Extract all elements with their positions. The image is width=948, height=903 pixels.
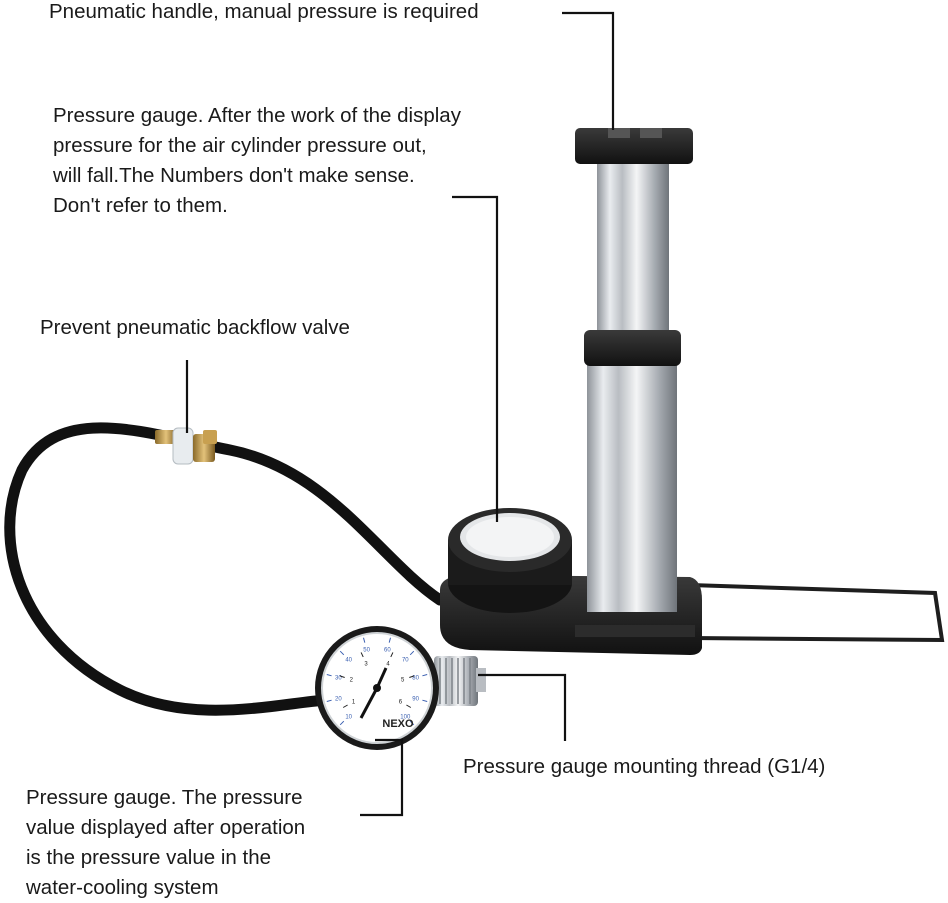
label-pneumatic-handle: Pneumatic handle, manual pressure is req…	[49, 0, 479, 23]
gauge-tick-label: 70	[402, 658, 409, 664]
gauge-tick-label: 60	[384, 647, 391, 653]
foot-bar	[689, 583, 945, 643]
gauge-tick-mark	[342, 704, 348, 708]
leader-thread	[478, 673, 567, 741]
gauge-brand: NEXO	[382, 718, 414, 730]
gauge-tick-mark	[339, 720, 345, 726]
air-hose	[4, 422, 446, 716]
gauge-tick-mark	[409, 720, 415, 726]
gauge-tick-label: 90	[412, 696, 419, 702]
backflow-valve	[155, 427, 217, 465]
label-line: Pressure gauge. After the work of the di…	[53, 104, 461, 127]
gauge-tick-label: 6	[399, 700, 403, 706]
base-pressure-gauge	[448, 508, 572, 613]
leader-lines	[185, 11, 615, 817]
gauge-tick-mark	[390, 652, 394, 658]
pump-handle	[575, 128, 693, 164]
gauge-tick-label: 80	[412, 676, 419, 682]
gauge-tick-label: 2	[350, 678, 354, 684]
gauge-tick-label: 10	[345, 714, 352, 720]
leader-handle	[562, 11, 615, 130]
label-hose-pressure-gauge: Pressure gauge. The pressure value displ…	[26, 783, 305, 903]
gauge-tick-mark	[409, 650, 415, 656]
barrel-collar	[584, 330, 681, 366]
pump-barrel-upper	[597, 160, 669, 340]
gauge-tick-label: 40	[345, 658, 352, 664]
label-line: Pressure gauge. The pressure	[26, 786, 303, 809]
gauge-tick-mark	[409, 675, 415, 678]
label-line: is the pressure value in the	[26, 846, 271, 869]
gauge-tick-mark	[339, 675, 345, 678]
hose-pressure-gauge: 10 20 30 40 50 60 70 80 90 100 1 2 3 4 5 6 NEXO	[315, 626, 439, 750]
gauge-tick-mark	[422, 699, 428, 702]
label-backflow-valve: Prevent pneumatic backflow valve	[40, 316, 350, 339]
gauge-tick-mark	[326, 674, 332, 677]
label-line: Don't refer to them.	[53, 194, 228, 217]
gauge-tick-label: 20	[335, 696, 342, 702]
gauge-tick-mark	[363, 637, 366, 643]
gauge-bar-scale: 1 2 3 4 5 6	[339, 652, 415, 708]
gauge-tick-label: 1	[352, 700, 356, 706]
gauge-tick-mark	[406, 704, 412, 708]
gauge-tick-label: 30	[335, 676, 342, 682]
gauge-tick-mark	[326, 699, 332, 702]
label-base-pressure-gauge: Pressure gauge. After the work of the di…	[53, 101, 461, 221]
gauge-tick-label: 3	[364, 661, 368, 667]
label-mounting-thread: Pressure gauge mounting thread (G1/4)	[463, 755, 826, 778]
label-line: will fall.The Numbers don't make sense.	[53, 164, 415, 187]
label-line: water-cooling system	[26, 876, 219, 899]
label-line: pressure for the air cylinder pressure o…	[53, 134, 427, 157]
gauge-tick-label: 5	[401, 678, 405, 684]
gauge-tick-label: 100	[400, 714, 411, 720]
gauge-psi-scale: 10 20 30 40 50 60 70 80 90 100	[326, 637, 428, 726]
gauge-tick-label: 4	[386, 661, 390, 667]
gauge-tick-label: 50	[363, 647, 370, 653]
leader-gauge-bottom	[360, 738, 404, 817]
gauge-tick-mark	[388, 637, 391, 643]
pump-barrel-lower	[587, 360, 677, 612]
gauge-needle	[359, 687, 379, 719]
leader-gauge-top	[452, 195, 499, 522]
label-line: value displayed after operation	[26, 816, 306, 839]
gauge-tick-mark	[422, 674, 428, 677]
gauge-tick-mark	[339, 650, 345, 656]
gauge-tick-mark	[360, 652, 364, 658]
